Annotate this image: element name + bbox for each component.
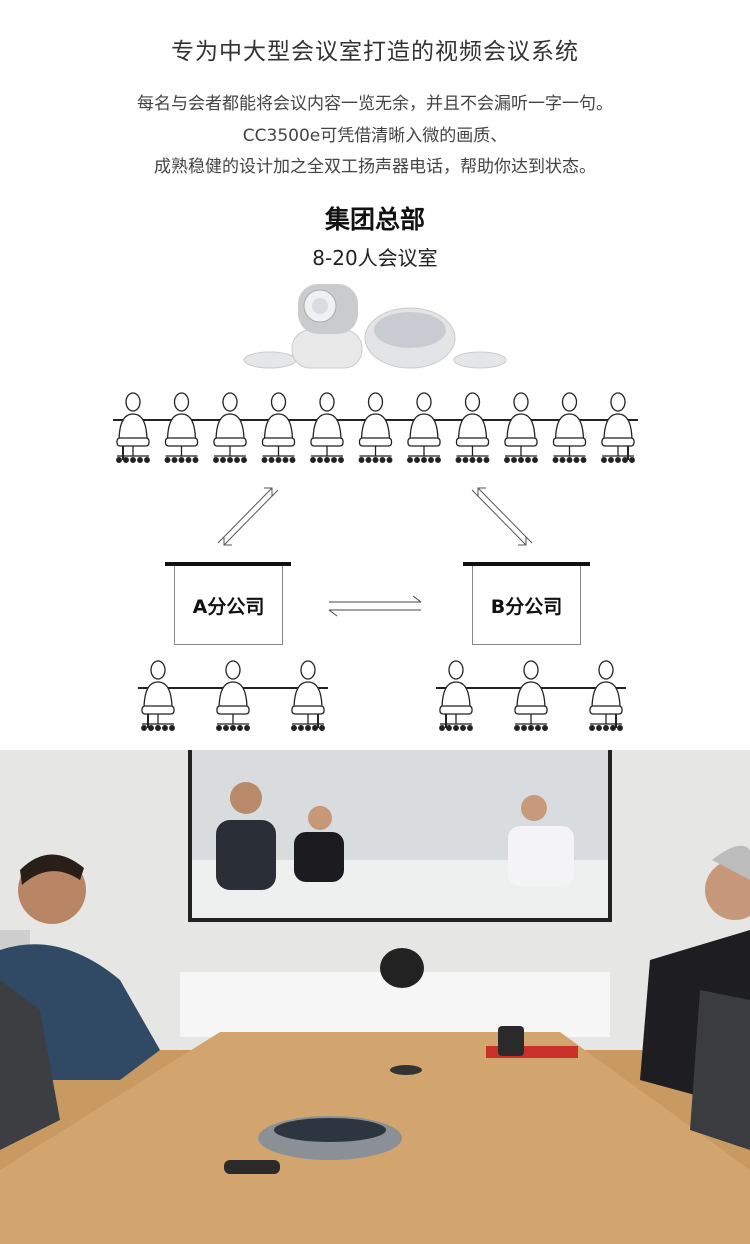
screen-bar — [463, 562, 590, 566]
description-line: 成熟稳健的设计加之全双工扬声器电话，帮助你达到状态。 — [154, 157, 596, 177]
seated-person-icon — [589, 660, 623, 731]
seated-person-icon — [439, 660, 473, 731]
seated-person-icon — [116, 392, 150, 463]
seated-person-icon — [455, 392, 490, 463]
arrow-icon — [471, 489, 527, 546]
arrow-icon — [223, 489, 279, 546]
seated-person-icon — [213, 392, 247, 463]
seated-person-icon — [601, 392, 635, 463]
seated-person-icon — [552, 392, 587, 463]
seated-person-icon — [216, 660, 250, 731]
branch-a-screen: A分公司 — [174, 566, 283, 645]
seated-person-icon — [310, 392, 344, 463]
page-title: 专为中大型会议室打造的视频会议系统 — [171, 39, 579, 65]
conference-devices-image — [243, 284, 507, 369]
seated-person-icon — [504, 392, 538, 463]
seated-person-icon — [407, 392, 441, 463]
seated-person-icon — [358, 392, 393, 463]
bidirectional-arrow-icon — [328, 595, 422, 617]
seated-person-icon — [141, 660, 175, 731]
conference-room-photo — [0, 750, 750, 1244]
branch-b-table-illustration — [436, 660, 626, 731]
hq-conference-table-illustration — [113, 392, 638, 463]
connection-arrows-hq — [217, 487, 533, 546]
seated-person-icon — [514, 660, 548, 731]
hq-title: 集团总部 — [324, 205, 425, 234]
screen-bar — [165, 562, 291, 566]
hq-subtitle: 8-20人会议室 — [312, 246, 438, 270]
description-line: 每名与会者都能将会议内容一览无余，并且不会漏听一字一句。 — [137, 94, 613, 114]
seated-person-icon — [164, 392, 199, 463]
description-line: CC3500e可凭借清晰入微的画质、 — [242, 126, 508, 146]
branch-a-table-illustration — [138, 660, 328, 731]
seated-person-icon — [261, 392, 296, 463]
branch-b-screen: B分公司 — [472, 566, 581, 645]
seated-person-icon — [291, 660, 325, 731]
